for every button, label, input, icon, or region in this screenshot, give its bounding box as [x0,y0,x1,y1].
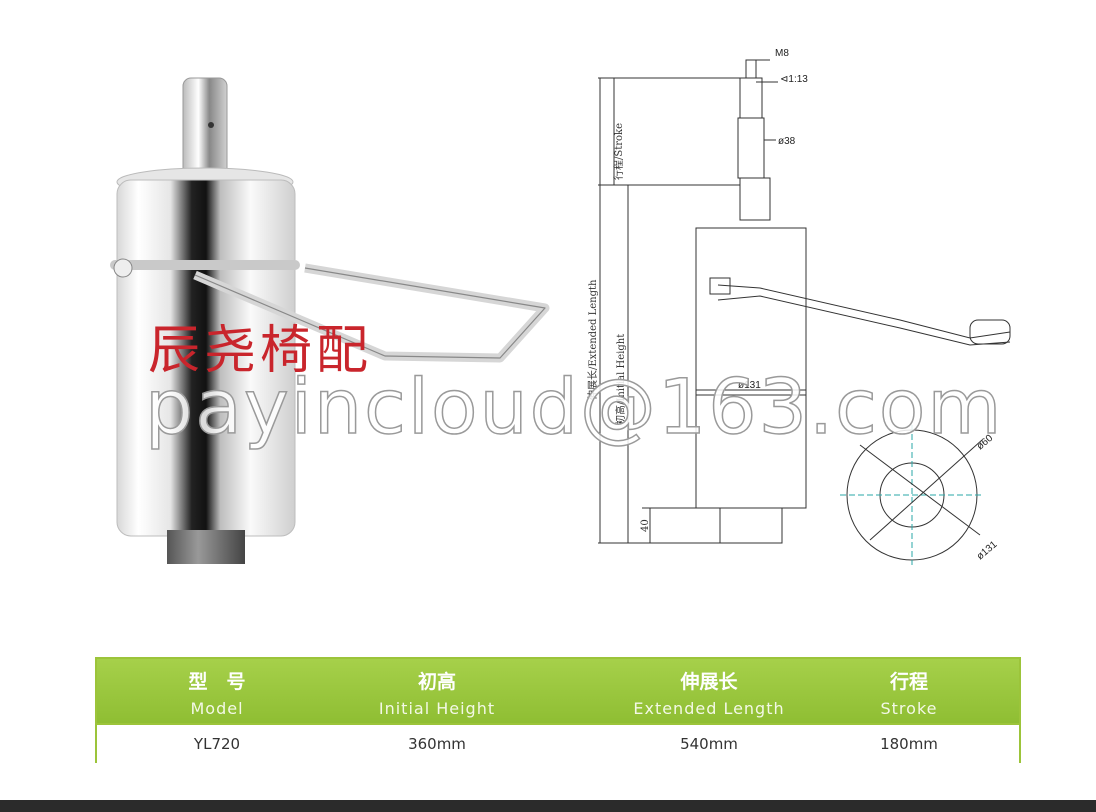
header-extended-cn: 伸展长 [680,671,738,693]
body-diameter-label: ø131 [738,380,761,391]
header-model-cn: 型 号 [188,671,246,693]
header-model-en: Model [190,699,244,718]
extended-length-label: 伸展长/Extended Length [587,279,599,400]
spec-table-header: 型 号 Model 初高 Initial Height 伸展长 Extended… [97,659,1019,723]
bottom-bar [0,800,1096,812]
cell-model: YL720 [193,735,241,753]
flat-label: ⊲1:13 [780,74,808,85]
product-photo [110,77,550,564]
header-stroke-en: Stroke [880,699,938,718]
table-row: YL720 360mm 540mm 180mm [97,723,1019,763]
header-extended-en: Extended Length [633,699,785,718]
header-stroke-cn: 行程 [889,671,928,693]
initial-height-label: 初高/Initial Height [614,334,627,425]
cell-stroke: 180mm [880,735,938,753]
rod-diameter-label: ø38 [778,136,796,147]
spec-table: 型 号 Model 初高 Initial Height 伸展长 Extended… [95,657,1021,763]
base-height-label: 40 [640,519,651,532]
header-initial-en: Initial Height [378,699,496,718]
stroke-label: 行程/Stroke [612,123,625,180]
watermark-email: payincloud@163.com [144,361,1004,452]
outer-circle-label: ø131 [975,539,1000,562]
header-initial-cn: 初高 [417,671,456,693]
cell-initial-height: 360mm [408,735,466,753]
watermark-chinese: 辰尧椅配 [148,321,373,381]
technical-drawing: M8 ⊲1:13 ø38 ø131 ø60 ø131 40 行程/Stroke … [587,48,1011,565]
thread-label: M8 [775,48,789,59]
cell-extended-length: 540mm [680,735,738,753]
